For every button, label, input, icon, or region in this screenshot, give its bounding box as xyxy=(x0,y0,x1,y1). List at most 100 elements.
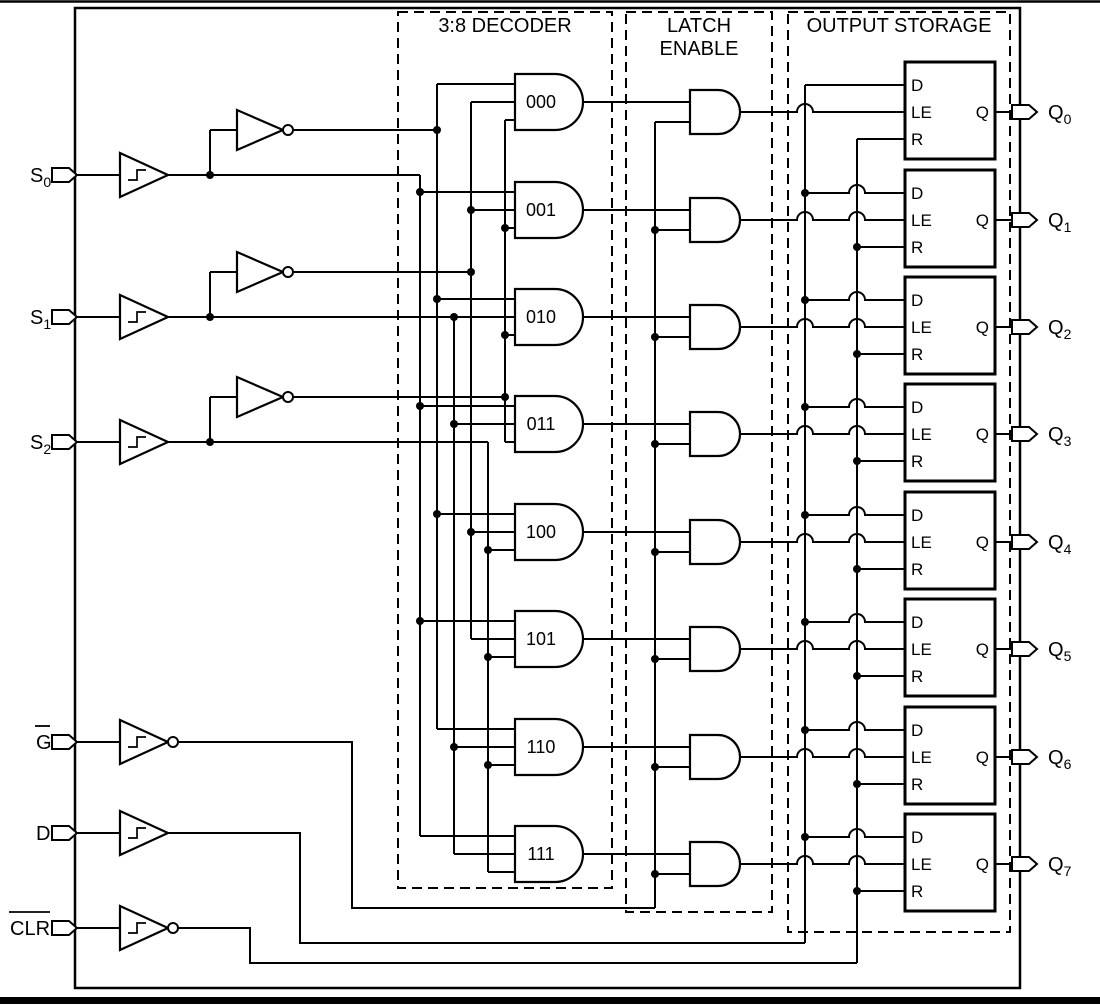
output-terminal xyxy=(1011,856,1039,872)
junction-dot xyxy=(433,295,441,303)
decoder-code-label-010: 010 xyxy=(526,307,556,327)
enable-and-gate-0 xyxy=(688,88,742,136)
output-terminal xyxy=(1011,749,1039,765)
latch-enable-title-line1: LATCH xyxy=(667,15,731,37)
junction-dot xyxy=(450,743,458,751)
junction-dot xyxy=(484,761,492,769)
figure-bottom-rule xyxy=(0,997,1100,1004)
latch-pin-le-1: LE xyxy=(911,211,932,230)
latch-pin-q-3: Q xyxy=(976,425,989,444)
decoder-and-gate-101 xyxy=(513,609,585,669)
output-storage-title: OUTPUT STORAGE xyxy=(807,15,992,37)
latch-enable-wire xyxy=(740,103,905,113)
junction-dot xyxy=(651,548,659,556)
junction-dot xyxy=(853,243,861,251)
latch-enable-title-line2: ENABLE xyxy=(660,38,739,60)
enable-and-gate-4 xyxy=(688,518,742,566)
hysteresis-icon xyxy=(128,311,146,323)
junction-dot xyxy=(484,546,492,554)
junction-dot xyxy=(450,420,458,428)
hysteresis-icon xyxy=(128,736,146,748)
enable-and-gate-5 xyxy=(688,625,742,673)
output-terminal xyxy=(1011,104,1039,120)
latch-pin-d-2: D xyxy=(911,291,923,310)
latch-5 xyxy=(903,597,997,698)
latch-enable-wire xyxy=(740,211,905,221)
latch-4 xyxy=(903,490,997,591)
latch-pin-d-6: D xyxy=(911,721,923,740)
output-label-q3: Q3 xyxy=(1048,424,1072,449)
latch-data-wire xyxy=(805,184,905,194)
junction-dot xyxy=(651,870,659,878)
inverter-bubble-icon xyxy=(282,124,294,136)
enable-and-gate-6 xyxy=(688,733,742,781)
schmitt-buffer xyxy=(118,151,171,199)
latch-enable-section-box xyxy=(625,11,773,913)
junction-dot xyxy=(853,672,861,680)
latch-data-wire xyxy=(805,613,905,623)
decoder-code-label-011: 011 xyxy=(527,414,556,434)
input-terminal xyxy=(51,734,79,750)
inverter-bubble-icon xyxy=(167,736,179,748)
enable-and-gate-7 xyxy=(688,840,742,888)
junction-dot xyxy=(801,296,809,304)
junction-dot xyxy=(416,188,424,196)
decoder-title: 3:8 DECODER xyxy=(438,15,571,37)
junction-dot xyxy=(467,528,475,536)
latch-pin-r-5: R xyxy=(911,667,923,686)
hysteresis-icon xyxy=(128,922,146,934)
schmitt-buffer xyxy=(118,293,171,341)
latch-pin-q-4: Q xyxy=(976,533,989,552)
output-label-q6: Q6 xyxy=(1048,747,1072,772)
input-terminal xyxy=(51,434,79,450)
enable-and-gate-2 xyxy=(688,303,742,351)
junction-dot xyxy=(651,226,659,234)
inverter-bubble-icon xyxy=(282,391,294,403)
enable-and-gate-1 xyxy=(688,196,742,244)
latch-pin-r-0: R xyxy=(911,130,923,149)
input-label-d: D xyxy=(36,823,50,845)
input-label-s2: S2 xyxy=(30,432,51,457)
latch-pin-q-1: Q xyxy=(976,211,989,230)
schmitt-buffer xyxy=(118,418,171,466)
latch-data-wire xyxy=(805,828,905,838)
output-label-q7: Q7 xyxy=(1048,854,1072,879)
decoder-and-gate-100 xyxy=(513,502,585,562)
schmitt-buffer xyxy=(118,718,171,766)
latch-pin-le-4: LE xyxy=(911,533,932,552)
junction-dot xyxy=(651,655,659,663)
latch-pin-d-5: D xyxy=(911,613,923,632)
decoder-and-gate-011 xyxy=(513,394,585,454)
latch-1 xyxy=(903,168,997,269)
input-terminal xyxy=(51,309,79,325)
junction-dot xyxy=(467,206,475,214)
latch-data-wire xyxy=(805,291,905,301)
decoder-code-label-111: 111 xyxy=(527,844,554,864)
latch-pin-d-1: D xyxy=(911,184,923,203)
hysteresis-icon xyxy=(128,827,146,839)
latch-pin-le-0: LE xyxy=(911,103,932,122)
input-label-s0: S0 xyxy=(30,165,51,190)
latch-0 xyxy=(903,60,997,161)
inverter xyxy=(235,250,286,294)
junction-dot xyxy=(853,887,861,895)
junction-dot xyxy=(501,224,509,232)
wire-g-enable xyxy=(178,741,655,909)
latch-pin-r-7: R xyxy=(911,882,923,901)
latch-data-wire xyxy=(805,506,905,516)
junction-dot xyxy=(801,726,809,734)
output-label-q0: Q0 xyxy=(1048,102,1072,127)
junction-dot xyxy=(484,653,492,661)
junction-dot xyxy=(651,763,659,771)
latch-pin-d-7: D xyxy=(911,828,923,847)
output-terminal xyxy=(1011,426,1039,442)
junction-dot xyxy=(651,440,659,448)
latch-enable-wire xyxy=(740,318,905,328)
junction-dot xyxy=(801,403,809,411)
junction-dot xyxy=(433,126,441,134)
latch-data-wire xyxy=(805,398,905,408)
junction-dot xyxy=(501,331,509,339)
decoder-and-gate-110 xyxy=(513,717,585,777)
input-label-s1: S1 xyxy=(30,307,51,332)
latch-pin-q-2: Q xyxy=(976,318,989,337)
